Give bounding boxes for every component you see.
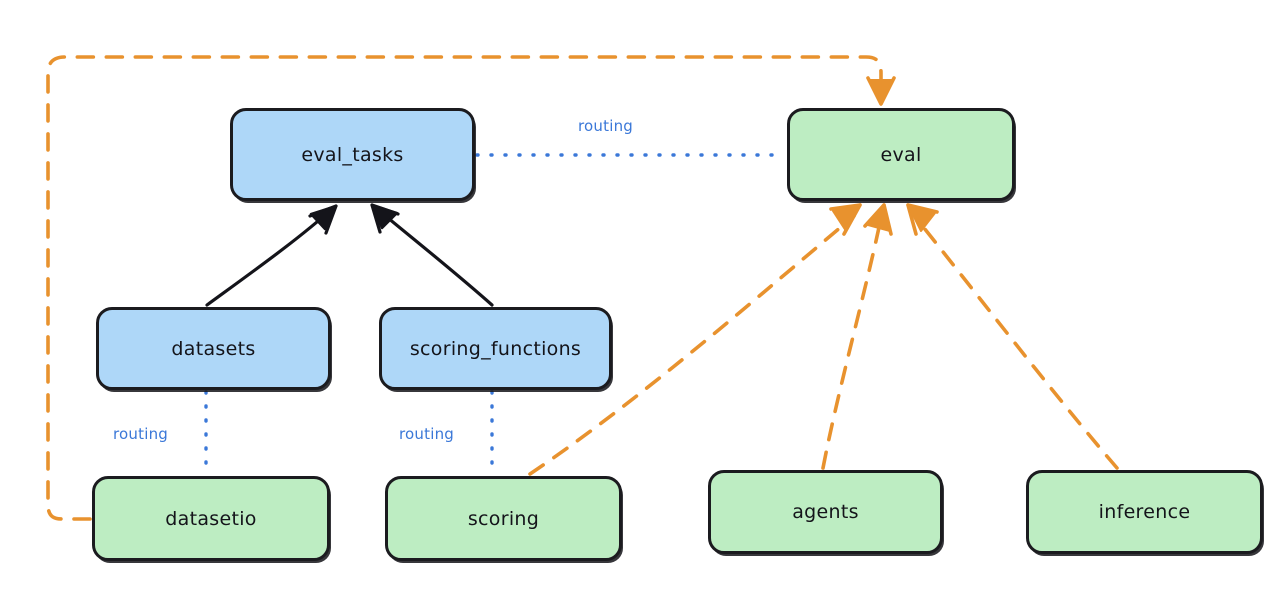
edge-scoring-functions-to-eval-tasks — [370, 203, 494, 307]
edge-label-routing-eval-tasks-eval: routing — [578, 117, 633, 135]
edge-label-routing-datasets-datasetio: routing — [113, 425, 168, 443]
node-datasets[interactable]: datasets — [96, 307, 331, 390]
node-eval-tasks-label: eval_tasks — [301, 143, 404, 166]
edge-scoring-to-eval — [528, 203, 862, 476]
edge-label-routing-scoring-functions-scoring: routing — [399, 425, 454, 443]
node-scoring-functions-label: scoring_functions — [409, 337, 582, 360]
node-inference[interactable]: inference — [1026, 470, 1263, 554]
node-scoring-label: scoring — [467, 507, 540, 530]
node-datasetio[interactable]: datasetio — [92, 476, 330, 561]
node-eval[interactable]: eval — [787, 108, 1015, 201]
edge-datasets-to-eval-tasks — [205, 204, 338, 307]
node-inference-label: inference — [1098, 501, 1191, 523]
node-scoring-functions[interactable]: scoring_functions — [379, 307, 612, 390]
edge-inference-to-eval — [906, 203, 1119, 470]
node-scoring[interactable]: scoring — [385, 476, 622, 561]
node-datasets-label: datasets — [171, 337, 256, 360]
node-agents-label: agents — [792, 501, 859, 523]
edge-agents-to-eval — [821, 203, 893, 470]
node-datasetio-label: datasetio — [165, 507, 257, 530]
edge-datasetio-to-eval — [46, 55, 896, 521]
node-eval-label: eval — [880, 143, 922, 166]
node-agents[interactable]: agents — [708, 470, 943, 554]
node-eval-tasks[interactable]: eval_tasks — [230, 108, 475, 201]
